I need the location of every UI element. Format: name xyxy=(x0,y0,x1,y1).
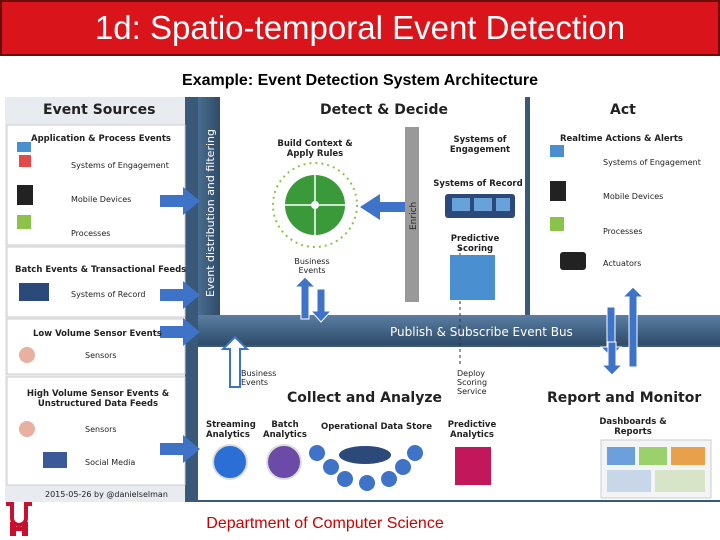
streaming-analytics-label: Streaming Analytics xyxy=(206,420,256,440)
detect-decide-header: Detect & Decide xyxy=(320,102,448,118)
sources-group1-title: Application & Process Events xyxy=(31,134,171,144)
detect-systems-record-label: Systems of Record xyxy=(433,179,523,189)
event-bus-label: Publish & Subscribe Event Bus xyxy=(390,325,573,339)
source-item-systems-record: Systems of Record xyxy=(71,290,146,299)
act-group-title: Realtime Actions & Alerts xyxy=(560,134,683,144)
report-bus-arrows xyxy=(600,341,624,376)
diagram-subtitle: Example: Event Detection System Architec… xyxy=(182,72,538,89)
predictive-analytics-label: Predictive Analytics xyxy=(447,420,497,440)
streaming-icon xyxy=(212,444,248,480)
predictive-scoring-icon xyxy=(450,255,495,300)
sources-group3-panel xyxy=(6,318,186,375)
event-distribution-label: Event distribution and filtering xyxy=(204,129,217,297)
collect-analyze-header: Collect and Analyze xyxy=(287,390,442,406)
deploy-scoring-label: Deploy Scoring Service xyxy=(457,369,488,396)
predictive-scoring-label: Predictive Scoring xyxy=(450,234,500,254)
source-icons xyxy=(17,142,67,468)
sources-group4-panel xyxy=(6,376,186,486)
enrich-bar xyxy=(405,127,419,302)
sources-group2-panel xyxy=(6,246,186,318)
source-item-sensors-high: Sensors xyxy=(85,425,117,434)
sources-group1-panel xyxy=(6,124,186,246)
detect-business-events-label: Business Events xyxy=(294,257,330,275)
build-context-label: Build Context & Apply Rules xyxy=(277,139,353,159)
act-item-mobile-devices: Mobile Devices xyxy=(603,192,664,201)
source-item-mobile-devices: Mobile Devices xyxy=(71,195,132,204)
act-item-processes: Processes xyxy=(603,227,643,236)
dashboards-label: Dashboards & Reports xyxy=(599,417,667,437)
detect-systems-engagement-label: Systems of Engagement xyxy=(449,135,511,155)
ods-label: Operational Data Store xyxy=(321,422,433,432)
batch-analytics-label: Batch Analytics xyxy=(263,420,307,440)
ods-database-icon xyxy=(309,445,423,491)
batch-icon xyxy=(266,444,302,480)
enrich-label: Enrich xyxy=(409,202,419,230)
predictive-analytics-icon xyxy=(455,447,491,485)
collect-bus-arrow xyxy=(220,335,250,388)
build-context-circle xyxy=(272,162,358,248)
source-item-social-media: Social Media xyxy=(85,458,136,467)
sources-group2-title: Batch Events & Transactional Feeds xyxy=(15,265,187,275)
sources-group4-title: High Volume Sensor Events & Unstructured… xyxy=(26,389,170,409)
enrich-arrow xyxy=(360,194,405,220)
actuator-icon xyxy=(560,252,586,270)
source-item-systems-engagement: Systems of Engagement xyxy=(71,161,169,170)
systems-record-detect-icon xyxy=(445,194,515,218)
act-icons xyxy=(550,145,566,231)
act-item-systems-engagement: Systems of Engagement xyxy=(603,158,701,167)
report-monitor-header: Report and Monitor xyxy=(547,390,702,406)
source-item-processes: Processes xyxy=(71,229,111,238)
event-sources-header: Event Sources xyxy=(43,102,156,118)
footer-department: Department of Computer Science xyxy=(206,515,444,532)
act-panel xyxy=(530,97,720,315)
diagram-canvas: Event distribution and filtering Enrich xyxy=(5,97,720,502)
source-item-sensors-low: Sensors xyxy=(85,351,117,360)
event-distribution-bar xyxy=(198,97,220,315)
source-arrows xyxy=(160,187,200,463)
act-item-actuators: Actuators xyxy=(603,259,642,268)
dashboards-icon xyxy=(600,439,712,499)
architecture-diagram: Event distribution and filtering Enrich … xyxy=(5,97,720,502)
detect-bus-arrows xyxy=(293,276,333,323)
uh-logo xyxy=(6,502,32,536)
credit-label: 2015-05-26 by @danielselman xyxy=(45,490,168,499)
act-header: Act xyxy=(610,102,636,118)
collect-business-events-label: Business Events xyxy=(241,369,277,387)
sources-group3-title: Low Volume Sensor Events xyxy=(33,329,162,339)
slide-title: 1d: Spatio-temporal Event Detection xyxy=(0,0,720,56)
